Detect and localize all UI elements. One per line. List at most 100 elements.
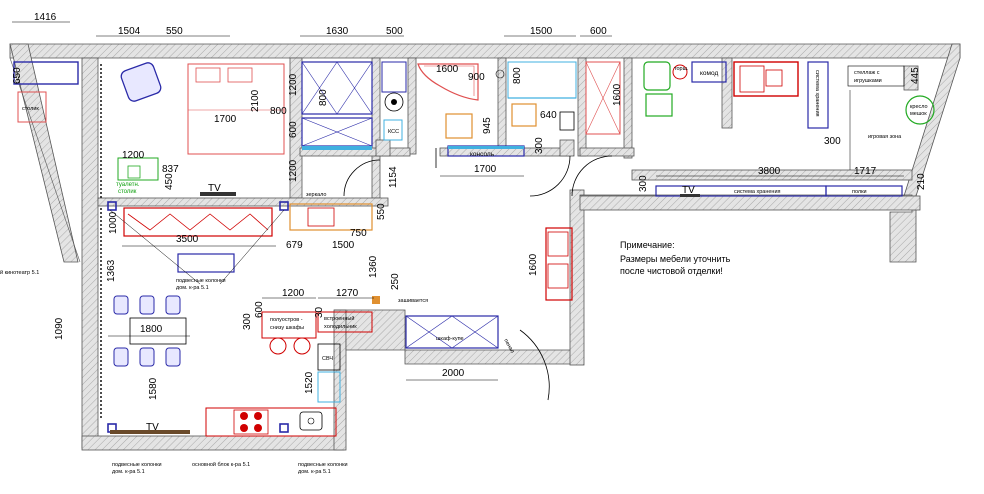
dim-250: 250 [390,273,401,290]
dim-1200b: 1200 [122,150,145,161]
dim-300a: 300 [534,137,545,154]
bathroom-3: 640 800 1500 300 [507,26,577,154]
shelves-label: полки [852,189,867,195]
main-block-label: основной блок к-ра 5.1 [192,461,250,468]
dim-1154: 1154 [388,166,399,188]
kreslo-2: мешок [910,111,927,117]
torsh-label: торш. [674,66,689,72]
dim-550b: 550 [376,203,387,220]
dim-1360: 1360 [368,255,379,278]
dim-1600a: 1600 [436,64,459,75]
speakers-br-1: подвесные колонки [298,462,348,468]
walls [9,43,961,451]
dim-640: 640 [540,110,557,121]
storage-label: система хранения [734,189,781,195]
note-title: Примечание: [620,240,675,250]
mirror-label: зеркало [306,192,327,198]
komod-label: комод [700,70,718,77]
tv-child: TV [682,185,695,196]
dim-500: 500 [386,26,403,37]
sewn-label: зашивается [398,298,428,304]
dim-1717: 1717 [854,166,877,177]
dim-1363: 1363 [106,259,117,282]
dim-1090: 1090 [54,317,65,340]
dim-1200a: 1200 [288,73,299,96]
dim-750: 750 [350,228,367,239]
wardrobe-hall-label: шкаф-купе [436,336,464,342]
dim-1500a: 1500 [530,26,553,37]
balcony-left: столик 1416 650 [12,12,79,123]
speakers-bl-2: дом. к-ра 5.1 [112,469,145,475]
dim-1504: 1504 [118,26,141,37]
doors [343,148,613,401]
dim-300b: 300 [638,175,649,192]
dim-1700b: 1700 [474,164,497,175]
dim-800c: 800 [512,67,523,84]
note: Примечание: Размеры мебели уточнить посл… [620,240,731,276]
dim-1800: 1800 [140,324,163,335]
dim-300d: 300 [242,313,253,330]
peninsula-1: полуостров - [270,317,303,323]
dim-550a: 550 [166,26,183,37]
hall: шкаф-купе 2000 1600 пенал [405,227,573,379]
note-line-1: Размеры мебели уточнить [620,254,731,264]
dim-450: 450 [164,173,175,190]
living-room: TV 3500 679 750 1500 550 1000 1363 1800 … [0,201,387,475]
dim-1200c: 1200 [288,159,299,182]
note-line-2: после чистовой отделки! [620,266,723,276]
kitchen: полуостров - снизу шкафы встроенный холо… [205,255,428,437]
dim-600b: 600 [288,121,299,138]
dressing-label-1: туалетн. [116,182,140,188]
dim-600a: 600 [590,26,607,37]
dim-1700a: 1700 [214,114,237,125]
dim-1600c: 1600 [528,253,539,276]
dim-1580: 1580 [148,377,159,400]
dim-210: 210 [916,173,927,190]
dim-1600b: 1600 [612,83,623,106]
microwave-label: СВЧ [322,356,333,362]
speakers-top-2: дом. к-ра 5.1 [176,285,209,291]
dim-1520: 1520 [304,371,315,394]
dim-800b: 800 [318,89,329,106]
dim-600c: 600 [254,301,265,318]
dim-300c: 300 [824,136,841,147]
dim-1000: 1000 [108,211,119,234]
tv-bedroom: TV [208,183,221,194]
storage-vertical: система хранения [814,70,820,117]
speakers-br-2: дом. к-ра 5.1 [298,469,331,475]
dim-1270: 1270 [336,288,359,299]
fridge-2: холодильник [324,324,357,330]
dim-3500: 3500 [176,234,199,245]
dim-945: 945 [482,117,493,134]
stellazh-2: игрушками [854,78,882,84]
dim-1416: 1416 [34,12,57,23]
speakers-top-1: подвесные колонки [176,278,226,284]
dressing-label-2: столик [118,189,137,195]
child-room: 600 1600 торш. комод система хранения ст… [585,26,935,197]
dim-1500b: 1500 [332,240,355,251]
tv-living: TV [146,422,159,433]
dim-1630: 1630 [326,26,349,37]
kss-label: КСС [388,129,399,135]
dim-900: 900 [468,72,485,83]
console-label: консоль [470,151,495,158]
bathroom-1: КСС 500 1154 [381,26,407,188]
dim-800a: 800 [270,106,287,117]
dim-3800: 3800 [758,166,781,177]
master-bedroom: туалетн. столик TV зеркало 1504 550 1700… [100,26,373,198]
dim-2000: 2000 [442,368,465,379]
dimension-lines [96,35,904,381]
bathroom-2: 1600 900 консоль 1700 945 [417,63,525,175]
stellazh-1: стеллаж с [854,70,880,76]
dim-1200d: 1200 [282,288,305,299]
kreslo-1: кресло [910,104,928,110]
dim-30: 30 [314,306,325,318]
home-theater-label: й кинотеатр 5.1 [0,269,39,276]
dim-2100: 2100 [250,89,261,112]
dim-679: 679 [286,240,303,251]
stolik-label: столик [22,106,39,112]
dim-650: 650 [12,67,23,84]
peninsula-2: снизу шкафы [270,325,304,331]
play-zone-label: игровая зона [868,134,902,140]
